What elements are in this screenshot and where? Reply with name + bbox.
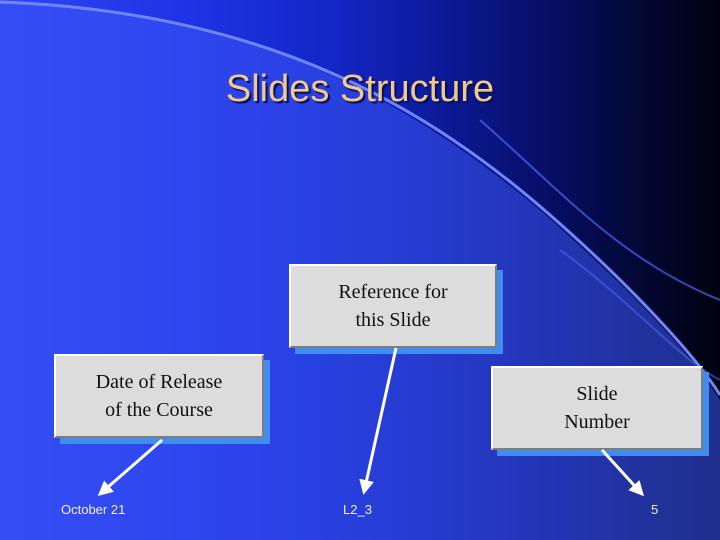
reference-callout: Reference for this Slide [289,264,497,348]
date-arrow [97,438,163,496]
number-callout-text: Slide Number [564,383,630,433]
background-curve-line-1 [0,0,720,396]
background-curve-line-3 [559,249,720,381]
reference-arrow [359,347,398,495]
background-curve-line-2 [479,119,720,301]
number-callout: Slide Number [491,366,703,450]
reference-callout-text: Reference for this Slide [338,281,448,331]
date-callout: Date of Release of the Course [54,354,264,438]
footer-slide-number: 5 [651,502,659,517]
date-callout-text: Date of Release of the Course [95,371,223,421]
footer-reference: L2_3 [343,502,372,517]
footer-date: October 21 [61,502,126,517]
slide-title: Slides Structure [225,68,495,110]
number-arrow [600,448,645,497]
